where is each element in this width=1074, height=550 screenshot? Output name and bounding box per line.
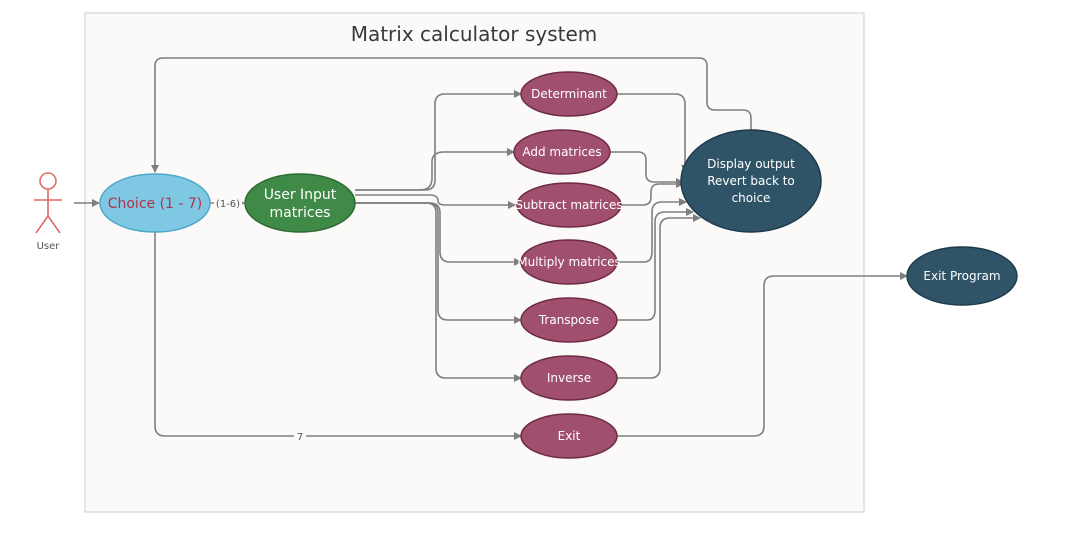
user-input-label-line2: matrices bbox=[270, 205, 331, 221]
multiply-label: Multiply matrices bbox=[517, 255, 620, 269]
edge-input-subtract bbox=[355, 194, 516, 209]
choice-label: Choice (1 - 7) bbox=[108, 196, 203, 212]
exit-program-label: Exit Program bbox=[923, 269, 1000, 283]
edges bbox=[74, 57, 908, 440]
subtract-node bbox=[516, 182, 622, 228]
edge-inverse-display bbox=[617, 214, 701, 379]
display-output-node bbox=[680, 129, 822, 233]
transpose-node bbox=[520, 297, 618, 343]
user-input-node bbox=[244, 173, 356, 233]
display-label-line1: Display output bbox=[707, 157, 795, 171]
user-input-label-line1: User Input bbox=[264, 187, 337, 203]
edge-exit-exitprogram bbox=[617, 272, 908, 437]
stick-figure-icon bbox=[34, 172, 62, 234]
actor-label: User bbox=[37, 241, 61, 252]
determinant-label: Determinant bbox=[531, 87, 607, 101]
edge-choice-exit bbox=[154, 232, 522, 440]
diagram-title: Matrix calculator system bbox=[351, 22, 598, 46]
display-label-line2: Revert back to bbox=[707, 174, 795, 188]
exit-label: Exit bbox=[558, 429, 581, 443]
edge-determinant-display bbox=[617, 93, 689, 173]
edge-input-inverse bbox=[355, 202, 522, 382]
edge-multiply-display bbox=[617, 198, 687, 263]
edge-input-add bbox=[355, 148, 515, 191]
exit-program-node bbox=[906, 246, 1018, 306]
subtract-label: Subtract matrices bbox=[515, 198, 622, 212]
edge-transpose-display bbox=[617, 208, 694, 321]
edge-display-choice bbox=[151, 57, 752, 173]
edge-add-display bbox=[610, 151, 684, 186]
choice-node bbox=[99, 173, 211, 233]
add-label: Add matrices bbox=[522, 145, 601, 159]
edge-label-bg bbox=[214, 196, 242, 210]
transpose-label: Transpose bbox=[538, 313, 599, 327]
multiply-node bbox=[520, 239, 618, 285]
determinant-node bbox=[520, 71, 618, 117]
edge-label-bg bbox=[294, 429, 306, 443]
edge-input-determinant bbox=[355, 90, 522, 191]
exit-node bbox=[520, 413, 618, 459]
inverse-node bbox=[520, 355, 618, 401]
inverse-label: Inverse bbox=[547, 371, 591, 385]
edge-label-choice-input: (1-6) bbox=[216, 199, 240, 210]
edge-label-choice-exit: 7 bbox=[297, 432, 303, 443]
edge-subtract-display bbox=[617, 180, 684, 206]
add-node bbox=[513, 129, 611, 175]
display-label-line3: choice bbox=[732, 191, 771, 205]
